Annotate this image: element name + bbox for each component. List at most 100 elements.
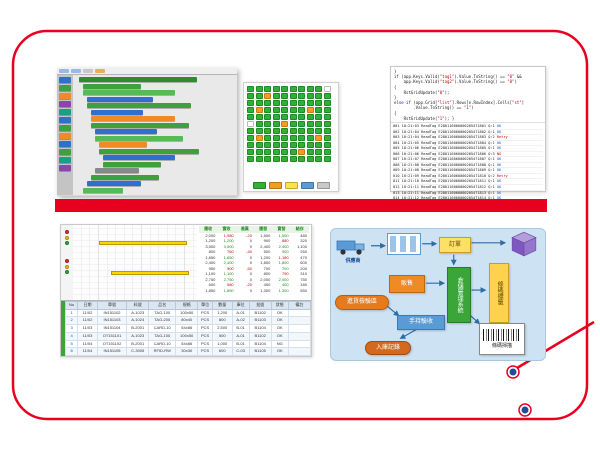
sheet-cell: IN151103 [96, 316, 128, 325]
sheet-cell: OK [270, 331, 289, 341]
palette-block [59, 85, 71, 91]
sheet-cell: RFID-RW [148, 347, 177, 356]
number-cell: 3,500 [223, 243, 234, 249]
status-cell [281, 135, 288, 141]
status-cell [306, 135, 314, 141]
number-cell: 0 [249, 271, 252, 277]
code-line-segment: ); } [444, 115, 455, 121]
sheet-cell: A-1024 [126, 316, 150, 325]
status-cell [264, 114, 271, 120]
bullet-dot-ring-1 [506, 365, 520, 379]
log-line-segment: 005 10:21:06 ReadTag E280116060000205471… [393, 146, 497, 151]
sheet-cell: 11/04 [77, 347, 98, 356]
code-line-segment: "0" [437, 89, 445, 95]
log-line: 007 10:21:07 ReadTag E280116060000205471… [393, 157, 543, 163]
code-line-segment: { [394, 110, 397, 116]
number-cell: 1,850 [205, 287, 216, 293]
traffic-lights [61, 225, 73, 300]
status-cell [247, 121, 254, 127]
scanner-label: 條碼掃描 [491, 343, 512, 349]
log-line: 005 10:21:06 ReadTag E280116060000205471… [393, 146, 543, 152]
number-cell: 1,800 [278, 260, 289, 266]
number-cell: 0 [249, 238, 252, 244]
status-grid-screenshot [243, 82, 339, 192]
code-line-segment: if [394, 74, 402, 80]
code-block [87, 181, 141, 186]
status-cell [281, 93, 288, 99]
status-cell [264, 149, 271, 155]
gantt-grid [73, 225, 197, 300]
status-cell [264, 135, 271, 141]
status-cell [289, 86, 297, 92]
status-cell [272, 107, 280, 113]
sheet-cell: OK [270, 324, 289, 333]
sheet-cell: 3 [64, 324, 79, 333]
code-block [91, 122, 189, 128]
sheet-cell: CARD-10 [148, 339, 177, 349]
code-line-segment: app.Keys.Valid( [394, 79, 440, 85]
sheet-cell: B1103 [248, 316, 272, 325]
sheet-cell: 1,000 [211, 339, 233, 349]
sheet-cell: A-01 [231, 331, 250, 341]
number-col-header: 應收 [199, 226, 218, 233]
number-cell: 1,650 [223, 254, 234, 260]
code-block [83, 83, 141, 89]
status-cell [247, 107, 254, 113]
status-cell [315, 135, 322, 141]
block-editor-body [57, 75, 237, 195]
code-line-segment: "0" [507, 79, 515, 85]
status-cell [323, 93, 331, 99]
palette-block [59, 125, 71, 131]
sheet-cell: 800 [211, 316, 233, 325]
traffic-light [65, 241, 69, 245]
number-cell: 0 [249, 260, 252, 266]
log-line-segment: 011 10:21:10 ReadTag E280116060000205471… [393, 179, 497, 184]
status-cell [306, 121, 314, 127]
status-cell [306, 114, 314, 120]
palette-block [59, 157, 71, 163]
number-cell: 580 [226, 282, 234, 288]
sheet-left-strip [61, 301, 65, 356]
code-line: RstGridUpdate("0"); [394, 90, 542, 95]
traffic-light [65, 235, 69, 240]
sheet-cell: 2 [64, 316, 79, 325]
number-cell: 600 [300, 260, 307, 266]
sheet-cell: A-1023 [126, 331, 150, 341]
status-grid-row [247, 100, 335, 106]
number-cell: 1,100 [296, 243, 307, 249]
palette-block [59, 149, 71, 155]
legend-chip [252, 182, 266, 189]
number-cell: 2,750 [223, 276, 234, 282]
red-divider-bar [55, 199, 547, 212]
code-line-segment: && [514, 74, 522, 80]
toolbar-chip [71, 69, 81, 73]
log-line: 006 10:21:06 ReadTag E280116060000205471… [393, 152, 543, 158]
code-line-segment: { [394, 84, 397, 90]
code-line-segment: ].Rows[e.RowIndex].Cells[ [451, 100, 513, 106]
legend-chip [268, 182, 282, 189]
status-cell [323, 128, 331, 134]
sheet-cell: 54x86 [175, 324, 199, 333]
number-col-header: 應發 [253, 226, 273, 233]
sheet-cell: OK [270, 347, 289, 356]
status-cell [323, 121, 331, 127]
status-cell [289, 114, 297, 120]
code-line-segment: ).Value.ToString() == [454, 79, 508, 85]
code-lines: }if (app.Keys.Valid("tag1").Value.ToStri… [391, 67, 545, 123]
pallet-cube-icon [511, 231, 537, 257]
status-cell [315, 128, 322, 134]
number-cell: -20 [246, 282, 252, 288]
number-cell: 950 [208, 265, 216, 271]
status-cell [306, 128, 314, 134]
number-cell: 1,200 [205, 238, 216, 244]
code-line-segment: "tag2" [439, 79, 455, 85]
